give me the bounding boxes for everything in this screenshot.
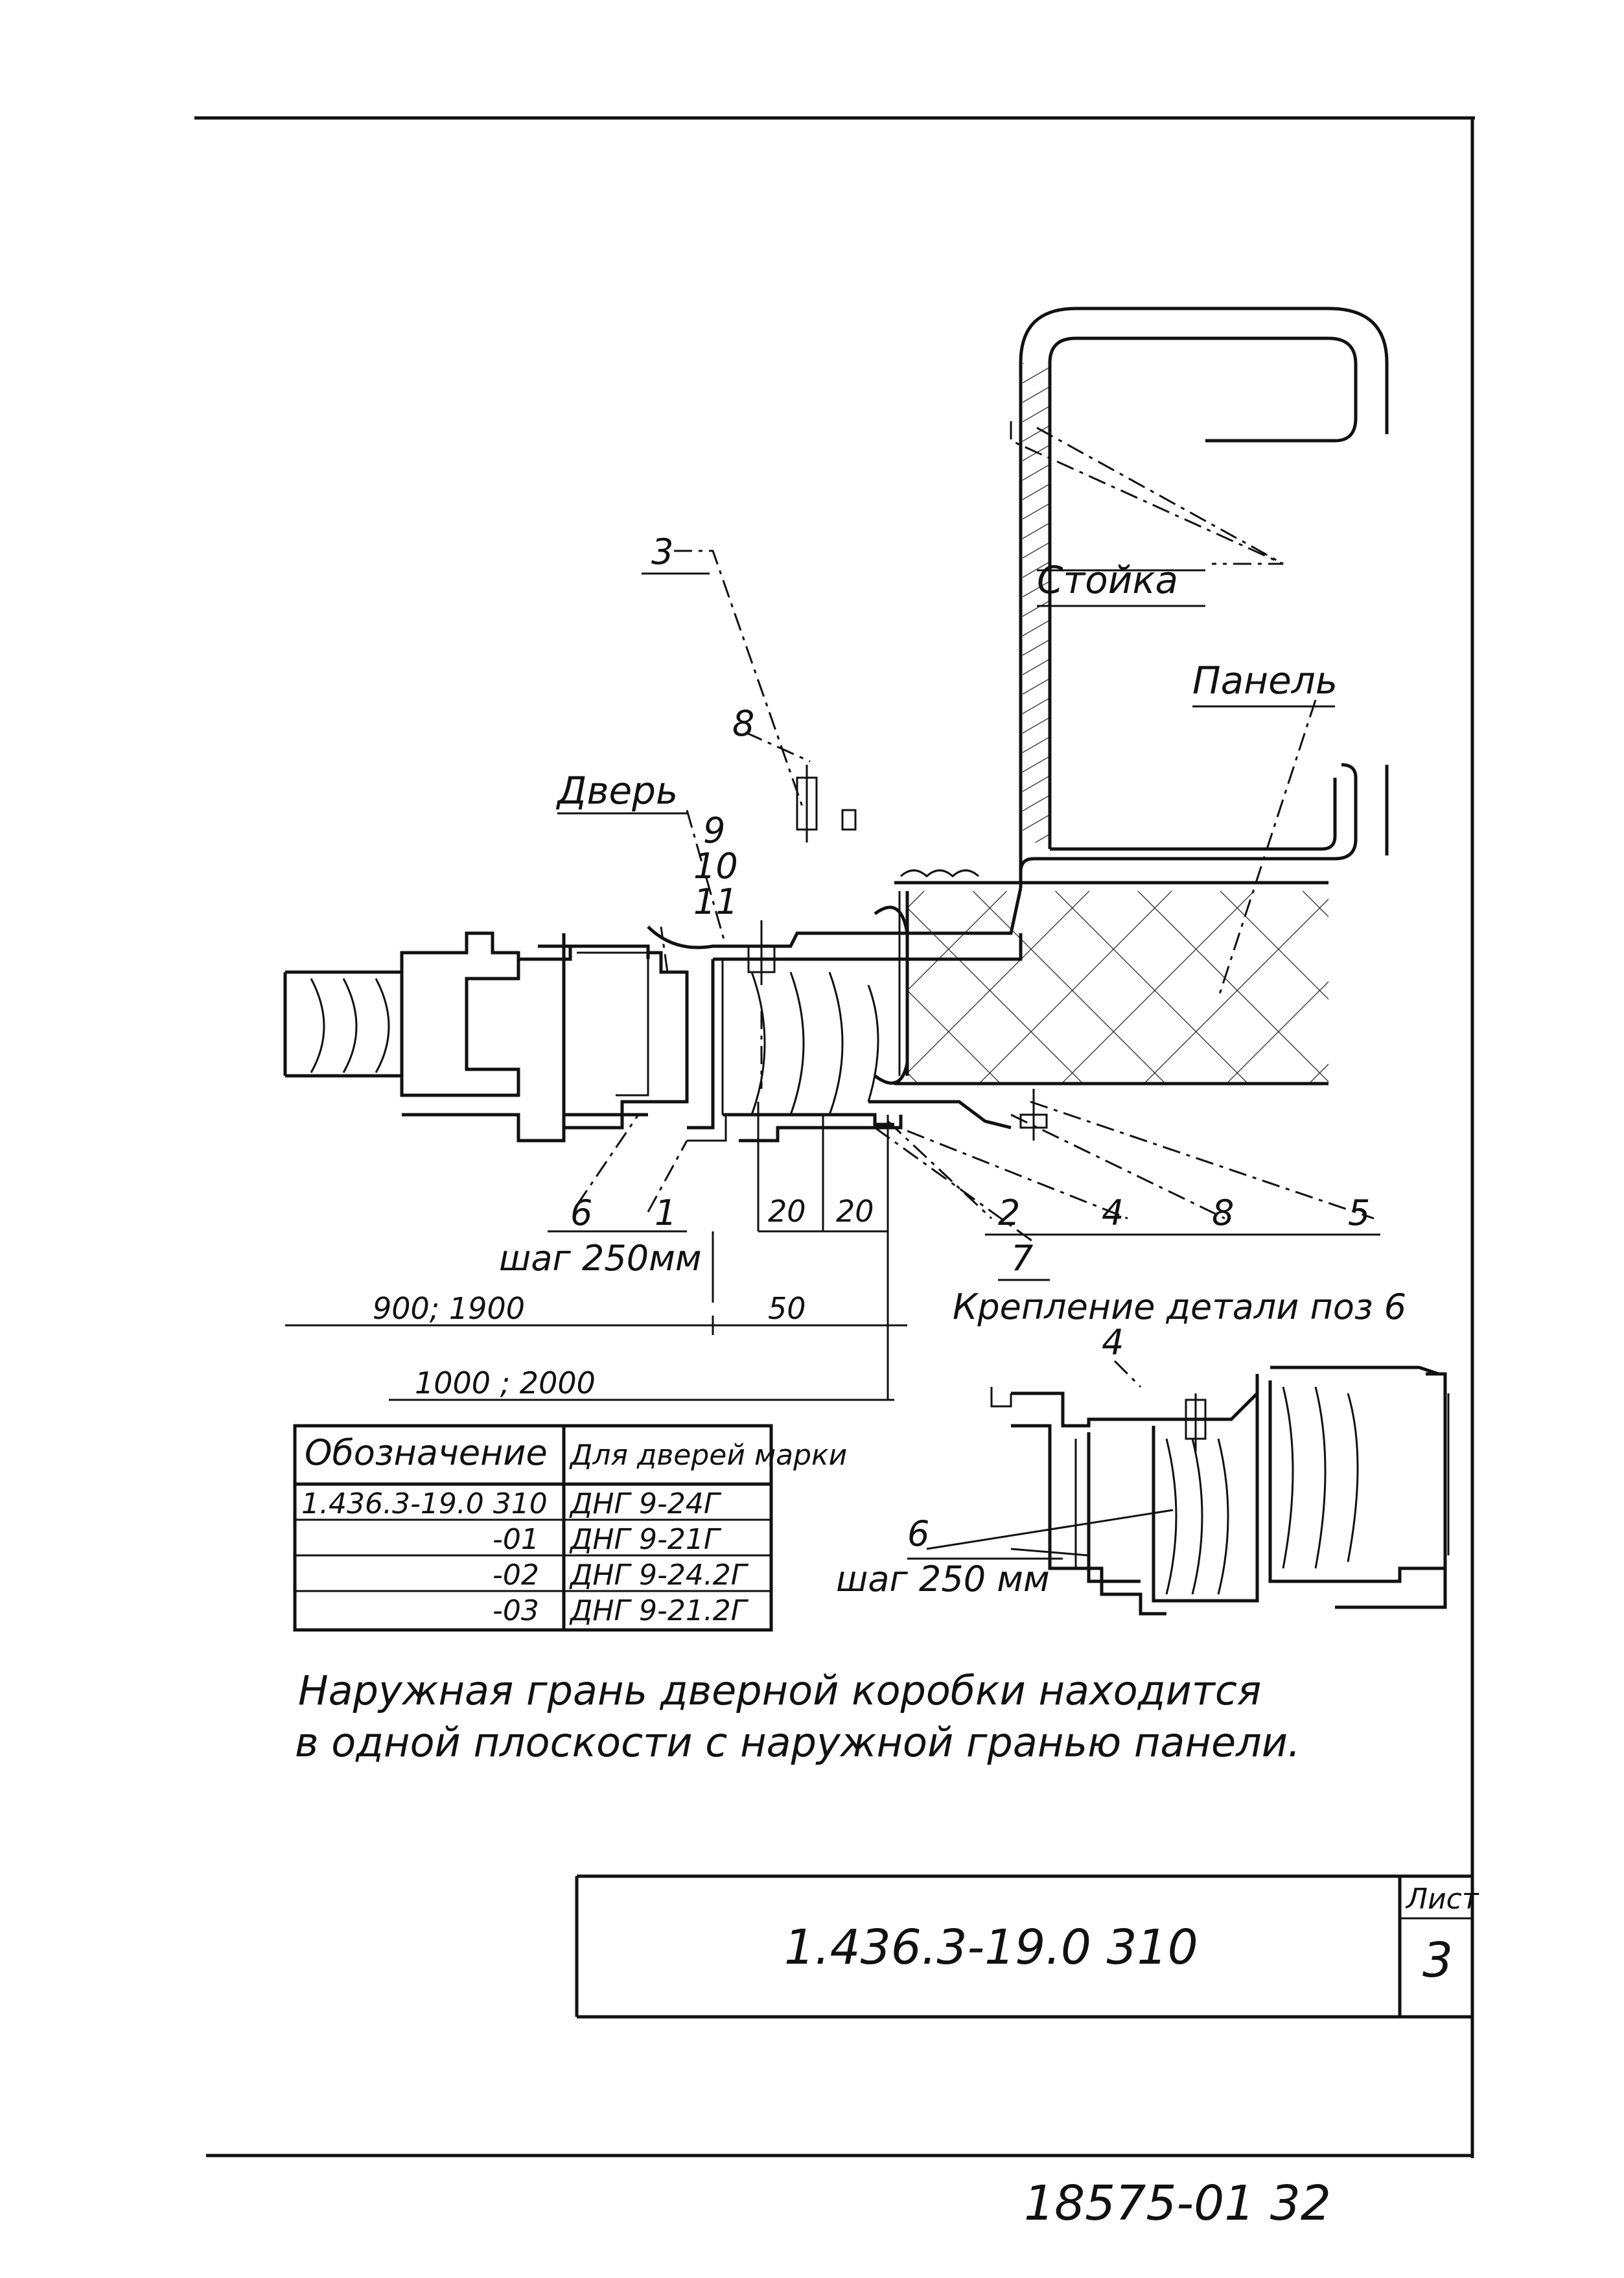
table-cell-r1-c1: ДНГ 9-21Г	[569, 1523, 722, 1556]
detail-top-number: 4	[1102, 1322, 1124, 1363]
dim-20-right: 20	[836, 1194, 874, 1229]
drawing-code: 1.436.3-19.0 310	[784, 1920, 1198, 1975]
detail-position-6: 6	[907, 1513, 929, 1554]
position-11: 11	[693, 881, 738, 922]
table-cell-r2-c1: ДНГ 9-24.2Г	[569, 1559, 749, 1592]
position-5: 5	[1348, 1192, 1370, 1233]
position-1: 1	[655, 1192, 677, 1233]
position-10: 10	[693, 846, 738, 887]
dimensions: 20 20 900; 1900 50 1000 ; 2000	[285, 1194, 907, 1401]
table-cell-r3-c0: -03	[493, 1594, 539, 1627]
sheet-number: 3	[1422, 1933, 1453, 1988]
leader-lines	[575, 421, 1375, 1400]
dim-1000-2000: 1000 ; 2000	[415, 1366, 596, 1401]
position-4: 4	[1102, 1192, 1124, 1233]
position-3: 3	[651, 531, 673, 572]
note-line-1: Наружная грань дверной коробки находится	[298, 1667, 1261, 1714]
detail-step: шаг 250 мм	[836, 1559, 1050, 1599]
table-cell-r0-c0: 1.436.3-19.0 310	[301, 1487, 548, 1520]
table-cell-r1-c0: -01	[493, 1523, 539, 1556]
position-7: 7	[1011, 1238, 1033, 1279]
label-stoika: Стойка	[1037, 558, 1178, 602]
door-leaf	[283, 931, 650, 1143]
position-6: 6	[570, 1192, 592, 1233]
position-9: 9	[703, 810, 725, 851]
dim-900-1900: 900; 1900	[373, 1291, 525, 1326]
label-panel: Панель	[1192, 658, 1338, 703]
position-8: 8	[1212, 1192, 1234, 1233]
label-door: Дверь	[555, 769, 678, 813]
position-8-top: 8	[732, 703, 754, 744]
dim-50: 50	[768, 1291, 806, 1326]
sandwich-panel	[894, 881, 1328, 1086]
table-cell-r2-c0: -02	[493, 1559, 539, 1592]
column-profile	[1019, 307, 1389, 888]
sheet-frame	[194, 116, 1475, 2158]
note-line-2: в одной плоскости с наружной гранью пане…	[295, 1719, 1301, 1766]
detail-title: Крепление детали поз 6	[953, 1286, 1406, 1327]
position-2: 2	[998, 1192, 1020, 1233]
table-cell-r3-c1: ДНГ 9-21.2Г	[569, 1594, 749, 1627]
sheet-label: Лист	[1405, 1883, 1479, 1916]
table-header-designation: Обозначение	[305, 1432, 548, 1473]
table-cell-r0-c1: ДНГ 9-24Г	[569, 1487, 722, 1520]
callout-labels: Стойка Панель Дверь 3 8 9 10 11 6 1 2 4 …	[499, 531, 1380, 1281]
title-block: 1.436.3-19.0 310 Лист 3	[575, 1874, 1479, 2019]
designation-table: Обозначение Для дверей марки 1.436.3-19.…	[293, 1424, 847, 1632]
door-frame	[562, 765, 1048, 1143]
detail-view: Крепление детали поз 6 4 6 шаг 250 мм	[836, 1286, 1450, 1616]
archive-number: 18575-01 32	[1024, 2176, 1331, 2231]
general-note: Наружная грань дверной коробки находится…	[295, 1667, 1301, 1766]
dim-20-left: 20	[768, 1194, 806, 1229]
table-header-door-marks: Для дверей марки	[569, 1439, 847, 1472]
step-note: шаг 250мм	[499, 1238, 702, 1279]
